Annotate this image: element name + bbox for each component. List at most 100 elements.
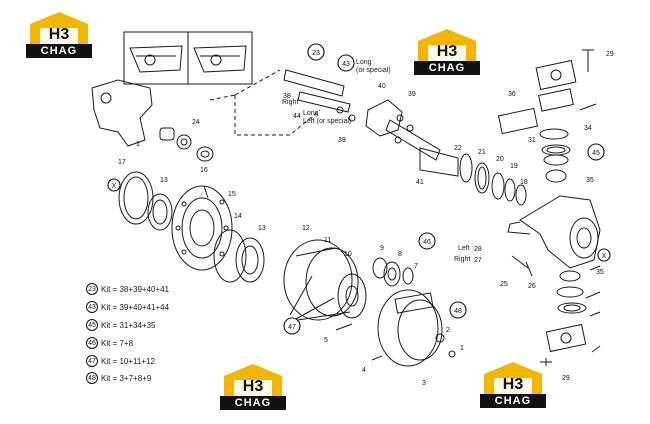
part-1b: 1 [460, 345, 464, 352]
hub-cover-3 [377, 289, 439, 367]
circled-45: 45 [592, 150, 600, 157]
kit-number: 45 [86, 319, 98, 331]
logo-brand: CHAG [26, 44, 92, 58]
part-1: 1 [136, 141, 140, 148]
kit-number: 23 [86, 283, 98, 295]
part-7: 7 [414, 263, 418, 270]
logo-brand: CHAG [414, 61, 480, 75]
logo-mark: H3 [48, 26, 70, 43]
part-40: 40 [378, 83, 386, 90]
kit-text: Kit = 39+40+41+44 [101, 302, 170, 312]
x-mark-right: X [602, 253, 607, 260]
ring-gear-11 [283, 239, 353, 321]
kit-text: Kit = 10+11+12 [101, 356, 155, 366]
part-29a: 29 [606, 51, 614, 58]
wheel-hub-15 [171, 185, 233, 271]
part-29b: 29 [562, 375, 570, 382]
part-3: 3 [422, 380, 426, 387]
watermark-logo: H3 CHAG [26, 10, 92, 58]
logo-house-icon [418, 29, 476, 63]
part-15: 15 [228, 191, 236, 198]
watermark-logo: H3 CHAG [480, 360, 546, 408]
x-mark-left: X [112, 183, 117, 190]
part-2: 2 [446, 327, 450, 334]
part-20: 20 [496, 156, 504, 163]
part-8: 8 [398, 251, 402, 258]
part-39a: 39 [338, 137, 346, 144]
kit-number: 48 [86, 372, 98, 384]
part-38: 38 [283, 93, 291, 100]
part-28: 28 [474, 246, 482, 253]
part-13b: 13 [258, 225, 266, 232]
part-41: 41 [416, 179, 424, 186]
kit-text: Kit = 31+34+35 [101, 320, 156, 330]
part-24: 24 [192, 119, 200, 126]
part-11: 11 [324, 237, 331, 244]
circled-48: 48 [454, 308, 462, 315]
circled-46: 46 [423, 239, 431, 246]
kit-number: 43 [86, 301, 98, 313]
part-18: 18 [520, 179, 528, 186]
part-12: 12 [302, 225, 310, 232]
u-joint-40 [365, 99, 403, 137]
label-right: Right [282, 99, 299, 106]
part-31: 31 [528, 137, 536, 144]
part-34: 34 [584, 125, 592, 132]
kit-text: Kit = 38+39+40+41 [101, 284, 170, 294]
part-35b: 35 [596, 269, 604, 276]
part-25: 25 [500, 281, 508, 288]
logo-house-icon [224, 364, 282, 398]
logo-mark: H3 [242, 378, 264, 395]
circled-47: 47 [288, 324, 296, 331]
logo-house-icon [30, 12, 88, 46]
axle-shaft-38 [283, 69, 345, 97]
part-14: 14 [234, 213, 242, 220]
part-36: 36 [508, 91, 516, 98]
kit-text: Kit = 3+7+8+9 [101, 373, 152, 383]
steering-knuckle [91, 79, 153, 147]
label-right-27: Right [454, 256, 471, 263]
shaft-41 [419, 147, 459, 177]
kit-text: Kit = 7+8 [101, 338, 134, 348]
circled-23: 23 [312, 50, 320, 57]
axle-inset-left [123, 31, 189, 85]
circled-43: 43 [342, 61, 350, 68]
part-16: 16 [200, 167, 208, 174]
part-13a: 13 [160, 177, 168, 184]
part-19: 19 [510, 163, 518, 170]
logo-brand: CHAG [480, 394, 546, 408]
x-mark-right-circle [597, 248, 611, 262]
part-4: 4 [362, 367, 366, 374]
logo-mark: H3 [502, 376, 524, 393]
part-10: 10 [344, 251, 352, 258]
part-17: 17 [118, 159, 126, 166]
kit-number: 46 [86, 337, 98, 349]
part-35a: 35 [586, 177, 594, 184]
part-22: 22 [454, 145, 462, 152]
x-mark-left-circle [107, 178, 121, 192]
knuckle-right [519, 195, 601, 269]
part-9: 9 [380, 245, 384, 252]
logo-house-icon [484, 362, 542, 396]
axle-shaft-44 [297, 91, 351, 113]
part-26: 26 [528, 283, 536, 290]
part-21: 21 [478, 149, 486, 156]
label-long-left: Long Left (or special) [303, 110, 352, 125]
part-27: 27 [474, 257, 482, 264]
label-left-28: Left [458, 245, 470, 252]
watermark-logo: H3 CHAG [220, 362, 286, 410]
watermark-logo: H3 CHAG [414, 27, 480, 75]
logo-mark: H3 [436, 43, 458, 60]
logo-brand: CHAG [220, 396, 286, 410]
label-long-special: Long (or special) [356, 59, 391, 74]
axle-inset-right [187, 31, 253, 85]
part-5: 5 [324, 337, 328, 344]
